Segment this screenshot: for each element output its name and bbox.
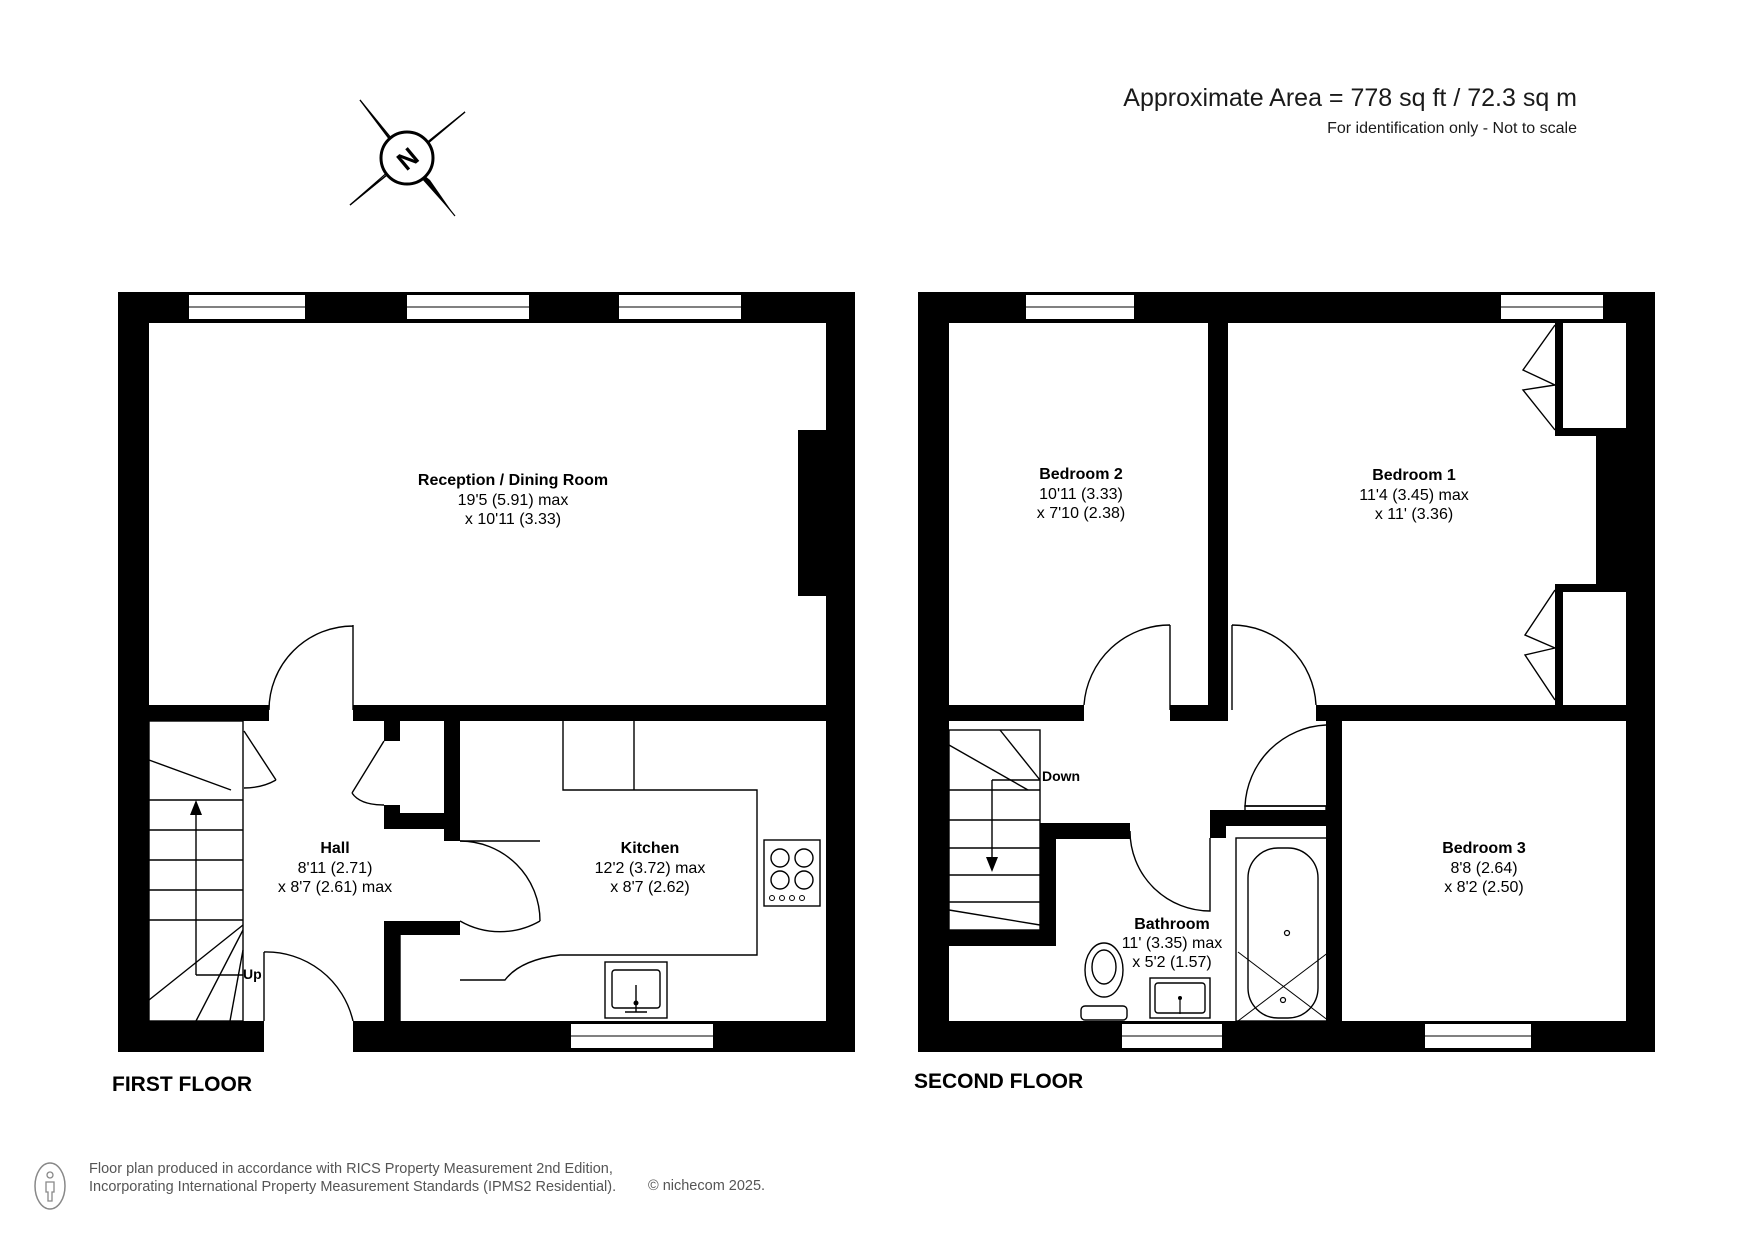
footer-line: Floor plan produced in accordance with R…: [89, 1161, 613, 1177]
room-dimension: x 8'7 (2.62): [610, 879, 690, 896]
first-floor-plan: [118, 292, 855, 1052]
room-name: Hall: [320, 840, 349, 857]
stairs-up-label: Up: [243, 966, 262, 982]
copyright: © nichecom 2025.: [648, 1178, 766, 1194]
room-reception-dining: Reception / Dining Room 19'5 (5.91) max …: [418, 472, 608, 528]
room-name: Bedroom 1: [1372, 467, 1456, 484]
room-dimension: x 8'7 (2.61) max: [278, 879, 392, 896]
room-dimension: x 10'11 (3.33): [465, 511, 561, 528]
room-dimension: x 8'2 (2.50): [1444, 879, 1524, 896]
room-bedroom-2: Bedroom 2 10'11 (3.33) x 7'10 (2.38): [1037, 466, 1125, 522]
footer-disclaimer: Floor plan produced in accordance with R…: [89, 1160, 616, 1196]
room-bedroom-3: Bedroom 3 8'8 (2.64) x 8'2 (2.50): [1442, 840, 1526, 896]
room-dimension: x 11' (3.36): [1375, 506, 1453, 523]
room-name: Bedroom 2: [1039, 466, 1123, 483]
stairs-down-label: Down: [1042, 768, 1080, 784]
second-floor-title: SECOND FLOOR: [914, 1070, 1083, 1093]
room-name: Bathroom: [1134, 916, 1210, 933]
room-hall: Hall 8'11 (2.71) x 8'7 (2.61) max: [278, 840, 392, 896]
room-dimension: x 5'2 (1.57): [1132, 954, 1212, 971]
room-dimension: 8'11 (2.71): [298, 860, 373, 877]
room-dimension: 19'5 (5.91) max: [458, 492, 569, 509]
room-name: Bedroom 3: [1442, 840, 1526, 857]
room-dimension: 11'4 (3.45) max: [1359, 487, 1468, 504]
first-floor-title: FIRST FLOOR: [112, 1073, 252, 1096]
room-bedroom-1: Bedroom 1 11'4 (3.45) max x 11' (3.36): [1359, 467, 1468, 523]
room-name: Kitchen: [621, 840, 680, 857]
approximate-area-title: Approximate Area = 778 sq ft / 72.3 sq m: [1123, 84, 1577, 112]
room-dimension: 11' (3.35) max: [1122, 935, 1223, 952]
footer-line: Incorporating International Property Mea…: [89, 1179, 617, 1195]
room-dimension: 10'11 (3.33): [1039, 486, 1123, 503]
second-floor-plan: [918, 292, 1655, 1052]
room-bathroom: Bathroom 11' (3.35) max x 5'2 (1.57): [1122, 916, 1223, 971]
scale-note: For identification only - Not to scale: [1327, 120, 1577, 137]
north-compass-icon: N: [349, 99, 466, 217]
person-icon: [34, 1162, 66, 1210]
room-dimension: x 7'10 (2.38): [1037, 505, 1125, 522]
room-kitchen: Kitchen 12'2 (3.72) max x 8'7 (2.62): [595, 840, 706, 896]
room-dimension: 8'8 (2.64): [1450, 860, 1517, 877]
room-name: Reception / Dining Room: [418, 472, 608, 489]
room-dimension: 12'2 (3.72) max: [595, 860, 706, 877]
